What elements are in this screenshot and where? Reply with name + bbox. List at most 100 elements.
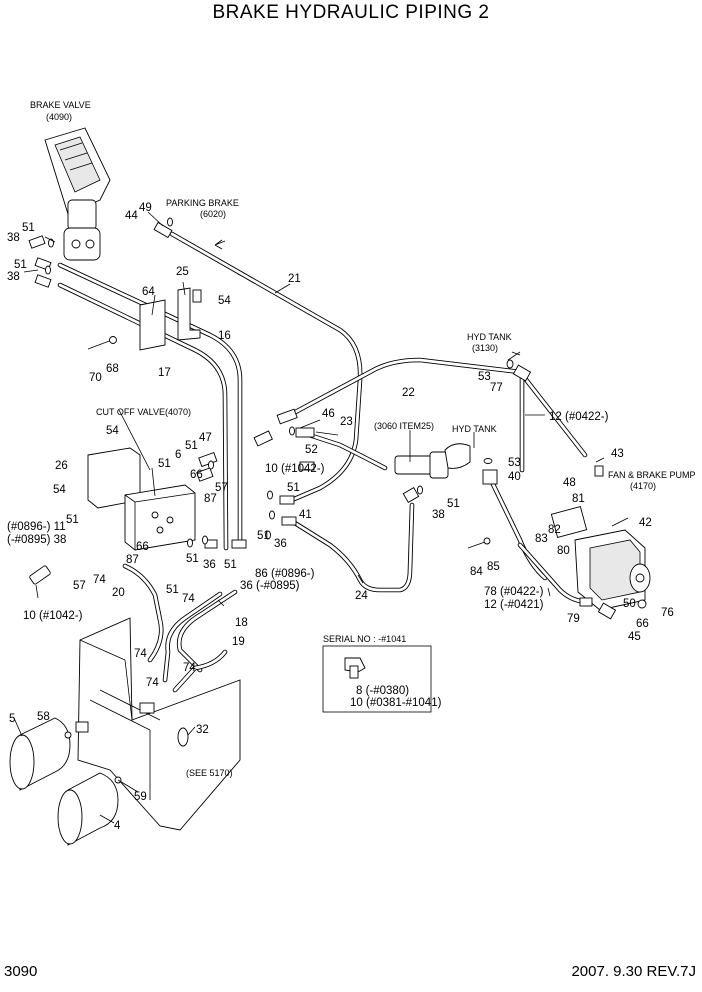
callout: 5: [9, 713, 15, 725]
callout: 74: [146, 677, 159, 689]
callout: 54: [218, 295, 231, 307]
leader-lines: [13, 211, 605, 824]
callout: 78 (#0422-): [484, 586, 544, 598]
callout: 83: [535, 533, 548, 545]
hyd-tank-label-top: HYD TANK: [467, 332, 512, 342]
callout: 12 (-#0421): [484, 599, 544, 611]
serial-no-label: SERIAL NO : -#1041: [323, 634, 406, 644]
callout: 53: [478, 371, 491, 383]
callout: 50: [623, 598, 636, 610]
accumulators: [9, 717, 122, 846]
callout: 25: [176, 266, 189, 278]
pipes: [57, 231, 588, 693]
pipe-clamp-bracket: [87, 287, 202, 351]
callout: 87: [126, 554, 139, 566]
hyd-tank-label-mid: HYD TANK: [452, 424, 497, 434]
callout: 74: [134, 648, 147, 660]
item-3060-label: (3060 ITEM25): [374, 421, 434, 431]
callout: 10 (#0381-#1041): [350, 697, 442, 709]
callout: 23: [340, 416, 353, 428]
callout: 38: [7, 271, 20, 283]
page-number: 3090: [4, 963, 38, 980]
callout: 87: [204, 493, 217, 505]
callout: 51: [185, 440, 198, 452]
callout: (-#0895) 38: [7, 534, 66, 546]
callout: 74: [93, 574, 106, 586]
callout: 22: [402, 387, 415, 399]
callout: 21: [288, 273, 301, 285]
callout: 17: [158, 367, 171, 379]
callout: 51: [14, 259, 27, 271]
callout: 80: [557, 545, 570, 557]
callout: 16: [218, 330, 231, 342]
callout: 46: [322, 408, 335, 420]
callout: 10 (#1042-): [265, 463, 325, 475]
callout: 74: [182, 593, 195, 605]
callout: 51: [22, 222, 35, 234]
callout: 41: [299, 509, 312, 521]
callout: 48: [563, 477, 576, 489]
callout: 52: [305, 444, 318, 456]
brake-valve: [44, 127, 111, 261]
callout: 79: [567, 613, 580, 625]
callout: 24: [355, 590, 368, 602]
callout: 53: [508, 457, 521, 469]
brake-valve-ref: (4090): [46, 112, 72, 122]
callout: 66: [136, 541, 149, 553]
parking-brake-ref: (6020): [200, 209, 226, 219]
callout: 18: [235, 617, 248, 629]
callout: 51: [166, 584, 179, 596]
fan-brake-pump-ref: (4170): [630, 481, 656, 491]
cut-off-valve-label: CUT OFF VALVE(4070): [96, 407, 191, 417]
tank-fitting-assembly: [394, 359, 532, 503]
callout: 51: [257, 530, 270, 542]
callout: 76: [661, 607, 674, 619]
page-title: BRAKE HYDRAULIC PIPING 2: [212, 2, 490, 23]
callout: 49: [139, 202, 152, 214]
cut-off-valve: [87, 447, 247, 551]
callout: 74: [183, 662, 196, 674]
callout: 26: [55, 460, 68, 472]
revision-label: 2007. 9.30 REV.7J: [571, 963, 696, 980]
callout: 54: [106, 425, 119, 437]
callout: 54: [53, 484, 66, 496]
callout: 66: [636, 618, 649, 630]
callout: (#0896-) 11: [7, 521, 66, 533]
callout: 40: [508, 471, 521, 483]
callout: 47: [199, 432, 212, 444]
callout: 42: [639, 517, 652, 529]
hyd-tank-ref-top: (3130): [472, 343, 498, 353]
labels: BRAKE VALVE (4090) PARKING BRAKE (6020) …: [30, 100, 696, 778]
callout: 77: [490, 382, 503, 394]
fittings-center: [253, 408, 315, 540]
callout: 81: [572, 493, 585, 505]
callout: 32: [196, 724, 209, 736]
callout: 8 (-#0380): [356, 685, 409, 697]
callout: 38: [432, 509, 445, 521]
callout: 70: [89, 372, 102, 384]
serial-inset: [322, 645, 432, 713]
brake-valve-label: BRAKE VALVE: [30, 100, 91, 110]
callout: 12 (#0422-): [549, 411, 609, 423]
callout: 57: [215, 482, 228, 494]
callout: 20: [112, 587, 125, 599]
callout: 58: [37, 711, 50, 723]
callout: 59: [134, 791, 147, 803]
callout: 36 (-#0895): [240, 580, 300, 592]
callout: 66: [190, 469, 203, 481]
see-5170-label: (SEE 5170): [186, 768, 233, 778]
callout: 84: [470, 566, 483, 578]
callouts: 49 44 51 38 51 38 25 64 54 21 16 17 70 6…: [7, 202, 674, 832]
callout: 38: [7, 232, 20, 244]
callout: 45: [628, 631, 641, 643]
callout: 4: [114, 820, 121, 832]
fittings-left: [28, 217, 173, 288]
fan-brake-pump: [467, 465, 651, 620]
callout: 64: [142, 286, 155, 298]
callout: 85: [487, 561, 500, 573]
callout: 51: [186, 553, 199, 565]
callout: 82: [548, 524, 561, 536]
callout: 51: [66, 514, 79, 526]
callout: 10 (#1042-): [23, 610, 83, 622]
